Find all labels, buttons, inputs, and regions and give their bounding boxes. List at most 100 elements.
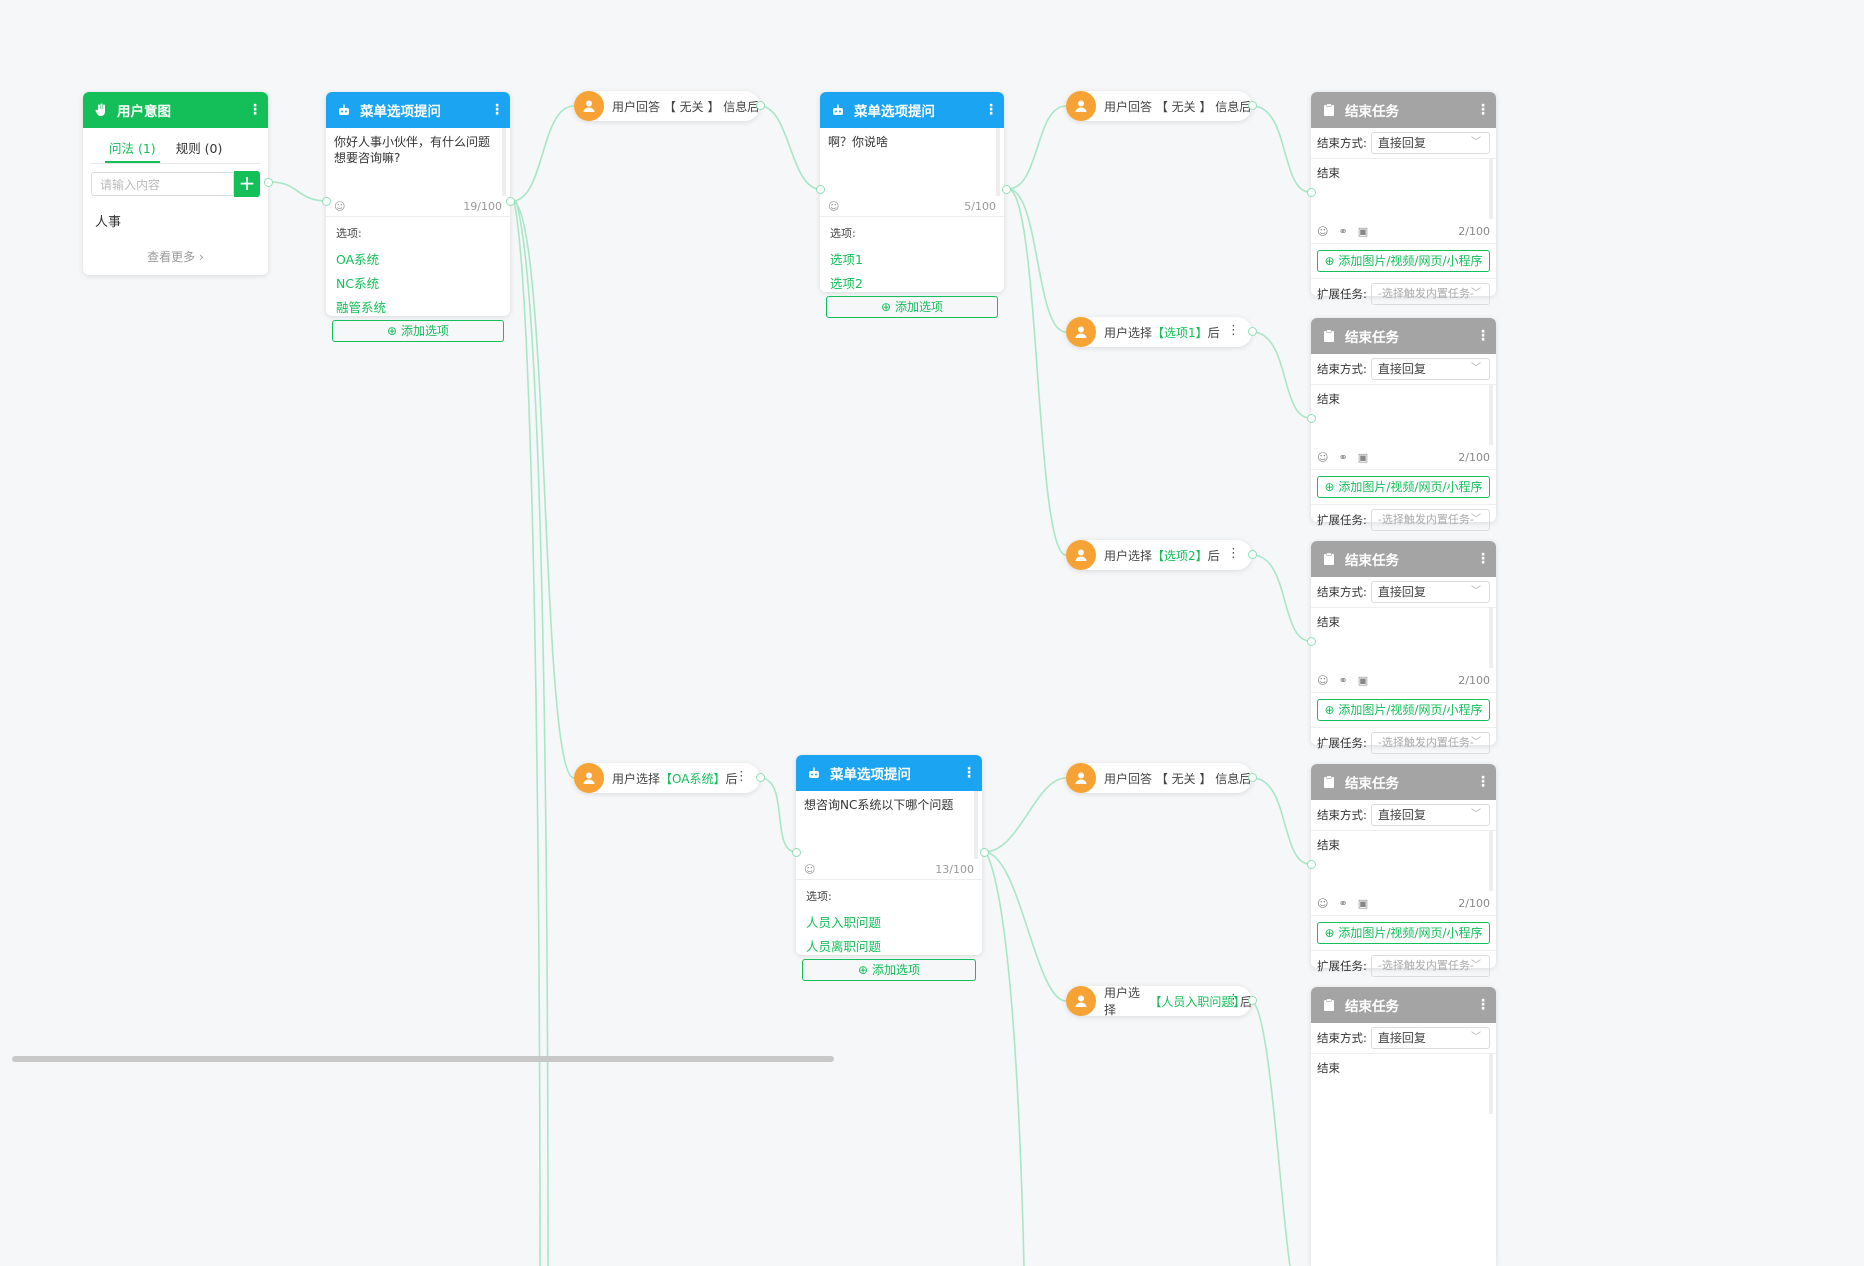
question-node-2[interactable]: 菜单选项提问 ⋮ 啊？你说啥 ☺ 5/100 选项: 选项1 选项2 ⊕ 添加选…: [816, 92, 1011, 318]
more-icon[interactable]: ⋮: [1476, 997, 1490, 1013]
question-text[interactable]: 啊？你说啥: [820, 128, 1000, 196]
user-condition-pill[interactable]: 用户选择【选项1】后 ⋮: [1066, 317, 1257, 347]
question-output-port[interactable]: [1002, 185, 1011, 194]
more-icon[interactable]: ⋮: [490, 102, 504, 118]
end-mode-select[interactable]: 直接回复﹀: [1370, 358, 1490, 380]
link-icon[interactable]: ⚭: [1338, 896, 1348, 910]
pill-output-port[interactable]: [1248, 773, 1257, 782]
more-icon[interactable]: ⋮: [1476, 102, 1490, 118]
question-node-1[interactable]: 菜单选项提问 ⋮ 你好人事小伙伴，有什么问题想要咨询嘛? ☺ 19/100 选项…: [322, 92, 515, 342]
end-reply-text[interactable]: 结束: [1311, 831, 1493, 891]
end-input-port[interactable]: [1307, 414, 1316, 423]
more-icon[interactable]: ⋮: [962, 765, 976, 781]
pill-output-port[interactable]: [756, 773, 765, 782]
add-media-button[interactable]: ⊕ 添加图片/视频/网页/小程序: [1317, 699, 1490, 721]
user-condition-pill[interactable]: 用户选择【选项2】后 ⋮: [1066, 540, 1257, 570]
more-icon[interactable]: ⋮: [1227, 546, 1240, 561]
user-condition-pill[interactable]: 用户选择【OA系统】后 ⋮: [574, 763, 765, 793]
user-condition-pill[interactable]: 用户回答 【 无关 】 信息后: [1066, 91, 1257, 121]
add-media-button[interactable]: ⊕ 添加图片/视频/网页/小程序: [1317, 476, 1490, 498]
end-reply-text[interactable]: 结束: [1311, 608, 1493, 668]
tab-questions[interactable]: 问法 (1): [105, 138, 160, 163]
image-icon[interactable]: ▣: [1357, 896, 1369, 910]
end-mode-select[interactable]: 直接回复﹀: [1370, 804, 1490, 826]
option-item[interactable]: 人员离职问题: [806, 939, 882, 954]
user-condition-pill[interactable]: 用户回答 【 无关 】 信息后: [1066, 763, 1257, 793]
end-input-port[interactable]: [1307, 637, 1316, 646]
pill-output-port[interactable]: [756, 101, 765, 110]
add-button[interactable]: +: [234, 171, 260, 197]
option-item[interactable]: NC系统: [336, 276, 380, 291]
link-icon[interactable]: ⚭: [1338, 450, 1348, 464]
option-item[interactable]: 人员入职问题: [806, 915, 882, 930]
option-item[interactable]: 选项2: [830, 276, 863, 291]
emoji-icon[interactable]: ☺: [1317, 896, 1329, 910]
emoji-icon[interactable]: ☺: [1317, 224, 1329, 238]
end-task-node[interactable]: 结束任务 ⋮ 结束方式: 直接回复﹀ 结束 ☺ ⚭ ▣ 2/100 ⊕ 添加图片…: [1307, 764, 1496, 977]
option-item[interactable]: 融管系统: [336, 300, 387, 315]
view-more-link[interactable]: 查看更多 ›: [83, 248, 268, 265]
intent-item[interactable]: 人事: [95, 215, 122, 230]
question-text[interactable]: 想咨询NC系统以下哪个问题: [796, 791, 978, 859]
user-condition-pill[interactable]: 用户回答 【 无关 】 信息后: [574, 91, 765, 121]
horizontal-scrollbar[interactable]: [12, 1056, 834, 1062]
ext-task-select[interactable]: -选择触发内置任务-﹀: [1370, 732, 1490, 754]
add-option-button[interactable]: ⊕ 添加选项: [802, 959, 976, 981]
option-item[interactable]: OA系统: [336, 252, 380, 267]
intent-input[interactable]: 请输入内容: [91, 172, 234, 196]
end-reply-text[interactable]: 结束: [1311, 159, 1493, 219]
user-condition-pill[interactable]: 用户选择【人员入职问题】后 ⋮: [1066, 986, 1257, 1017]
more-icon[interactable]: ⋮: [248, 102, 262, 118]
more-icon[interactable]: ⋮: [1227, 323, 1240, 338]
emoji-icon[interactable]: ☺: [334, 199, 346, 213]
end-mode-select[interactable]: 直接回复﹀: [1370, 132, 1490, 154]
end-task-node[interactable]: 结束任务 ⋮ 结束方式: 直接回复﹀ 结束: [1311, 987, 1496, 1266]
end-input-port[interactable]: [1307, 188, 1316, 197]
ext-task-select[interactable]: -选择触发内置任务-﹀: [1370, 283, 1490, 305]
pill-output-port[interactable]: [1248, 550, 1257, 559]
end-task-node[interactable]: 结束任务 ⋮ 结束方式: 直接回复﹀ 结束 ☺ ⚭ ▣ 2/100 ⊕ 添加图片…: [1307, 92, 1496, 305]
emoji-icon[interactable]: ☺: [804, 862, 816, 876]
more-icon[interactable]: ⋮: [1227, 992, 1240, 1007]
pill-output-port[interactable]: [1248, 996, 1257, 1005]
intent-node[interactable]: 用户意图 ⋮ 问法 (1) 规则 (0) 请输入内容 + 人事 查看更多 ›: [83, 92, 273, 275]
image-icon[interactable]: ▣: [1357, 224, 1369, 238]
add-option-button[interactable]: ⊕ 添加选项: [826, 296, 998, 318]
more-icon[interactable]: ⋮: [984, 102, 998, 118]
image-icon[interactable]: ▣: [1357, 673, 1369, 687]
pill-output-port[interactable]: [1248, 101, 1257, 110]
add-option-button[interactable]: ⊕ 添加选项: [332, 320, 504, 342]
more-icon[interactable]: ⋮: [1476, 551, 1490, 567]
question-input-port[interactable]: [816, 185, 825, 194]
question-input-port[interactable]: [792, 848, 801, 857]
emoji-icon[interactable]: ☺: [828, 199, 840, 213]
more-icon[interactable]: ⋮: [735, 769, 748, 784]
end-reply-text[interactable]: 结束: [1311, 385, 1493, 445]
more-icon[interactable]: ⋮: [1476, 774, 1490, 790]
end-task-node[interactable]: 结束任务 ⋮ 结束方式: 直接回复﹀ 结束 ☺ ⚭ ▣ 2/100 ⊕ 添加图片…: [1307, 318, 1496, 531]
tab-rules[interactable]: 规则 (0): [175, 141, 223, 156]
more-icon[interactable]: ⋮: [1476, 328, 1490, 344]
add-media-button[interactable]: ⊕ 添加图片/视频/网页/小程序: [1317, 250, 1490, 272]
link-icon[interactable]: ⚭: [1338, 673, 1348, 687]
ext-task-select[interactable]: -选择触发内置任务-﹀: [1370, 509, 1490, 531]
end-reply-text[interactable]: 结束: [1311, 1054, 1493, 1114]
question-text[interactable]: 你好人事小伙伴，有什么问题想要咨询嘛?: [326, 128, 506, 196]
image-icon[interactable]: ▣: [1357, 450, 1369, 464]
end-mode-select[interactable]: 直接回复﹀: [1370, 581, 1490, 603]
add-media-button[interactable]: ⊕ 添加图片/视频/网页/小程序: [1317, 922, 1490, 944]
emoji-icon[interactable]: ☺: [1317, 673, 1329, 687]
question-output-port[interactable]: [980, 848, 989, 857]
question-node-3[interactable]: 菜单选项提问 ⋮ 想咨询NC系统以下哪个问题 ☺ 13/100 选项: 人员入职…: [792, 755, 989, 981]
end-mode-select[interactable]: 直接回复﹀: [1370, 1027, 1490, 1049]
option-item[interactable]: 选项1: [830, 252, 863, 267]
intent-output-port[interactable]: [264, 178, 273, 187]
question-input-port[interactable]: [322, 197, 331, 206]
end-input-port[interactable]: [1307, 860, 1316, 869]
end-task-node[interactable]: 结束任务 ⋮ 结束方式: 直接回复﹀ 结束 ☺ ⚭ ▣ 2/100 ⊕ 添加图片…: [1307, 541, 1496, 754]
link-icon[interactable]: ⚭: [1338, 224, 1348, 238]
emoji-icon[interactable]: ☺: [1317, 450, 1329, 464]
question-output-port[interactable]: [506, 197, 515, 206]
ext-task-select[interactable]: -选择触发内置任务-﹀: [1370, 955, 1490, 977]
